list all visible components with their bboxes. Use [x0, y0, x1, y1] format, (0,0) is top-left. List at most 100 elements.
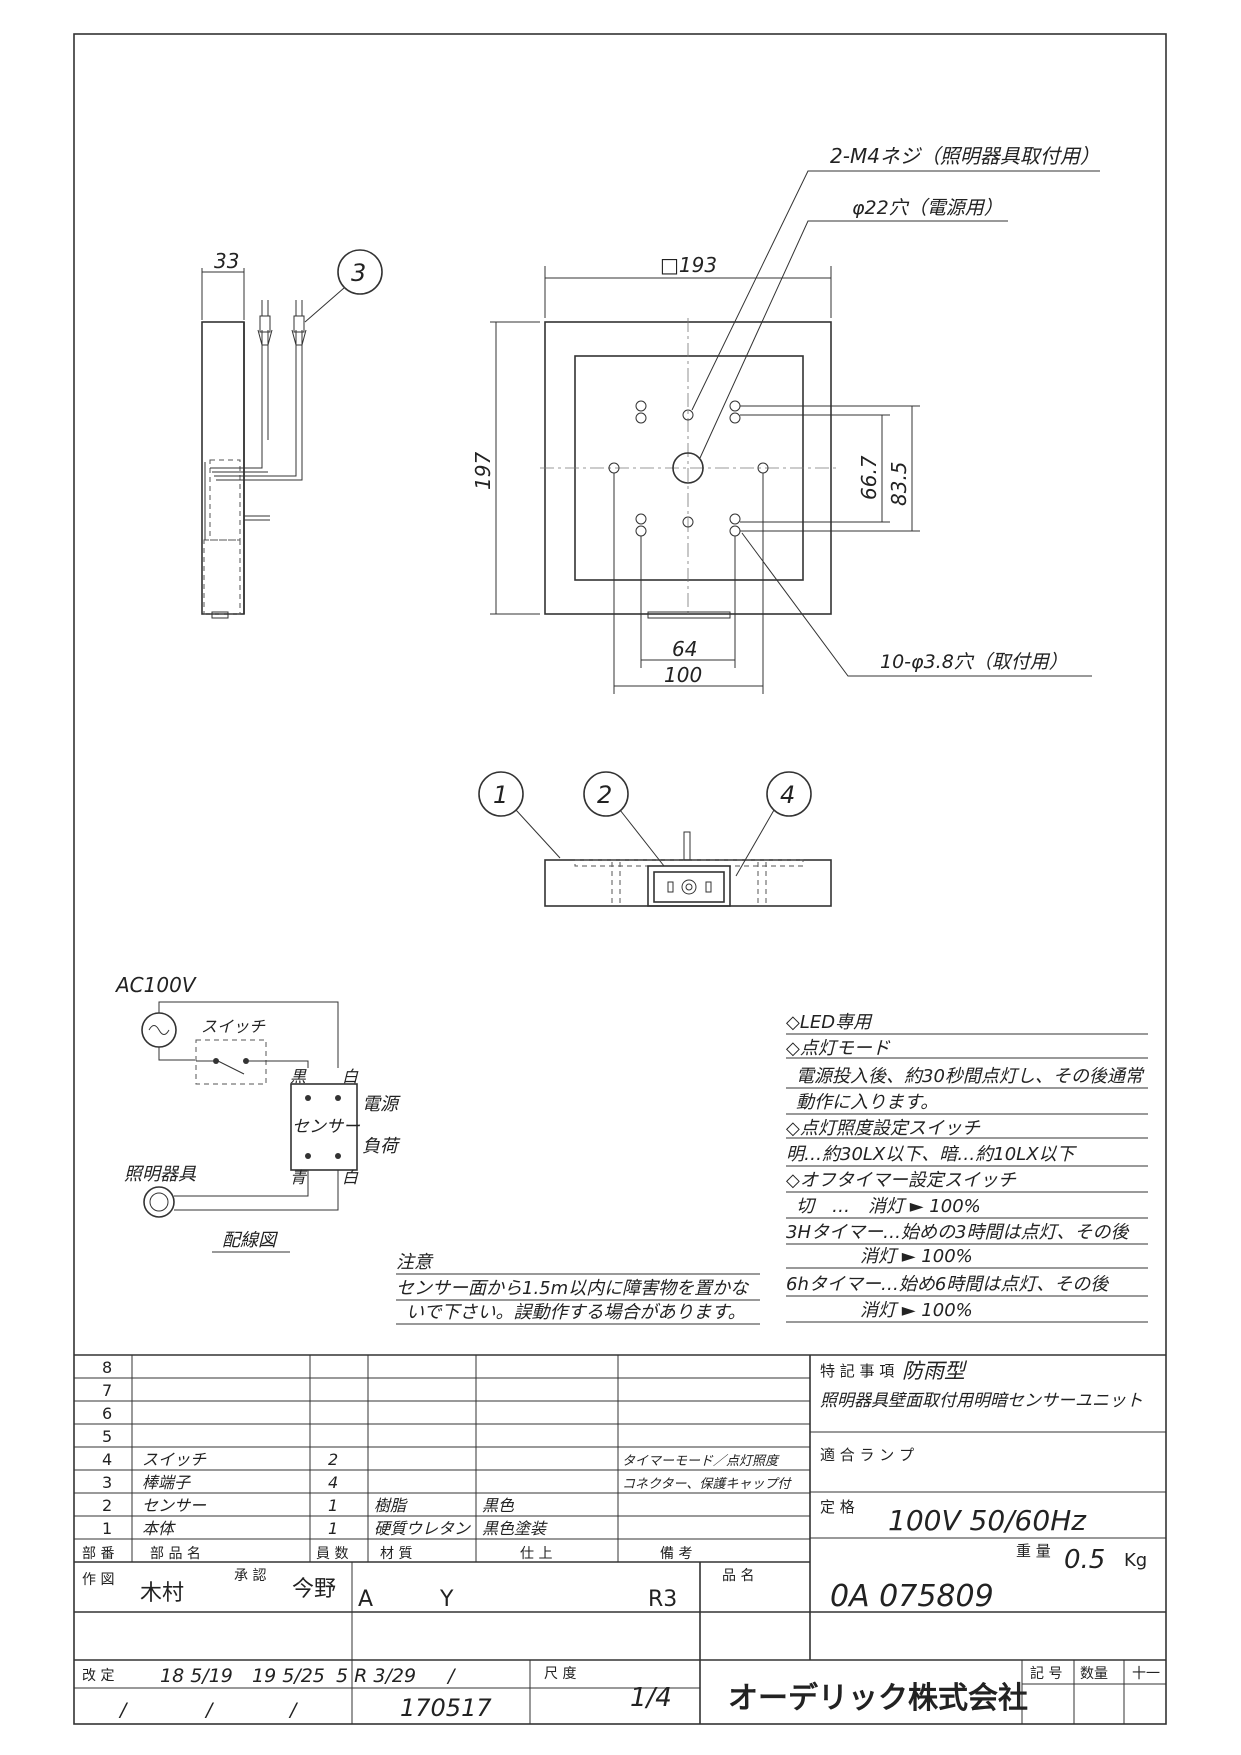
code-a: A: [358, 1587, 373, 1612]
revision-4: /: [446, 1665, 457, 1687]
revision-2: 19 5/25: [252, 1665, 325, 1687]
part-finish-1: 黒色塗装: [482, 1519, 548, 1538]
wiring-load: 負荷: [362, 1136, 401, 1157]
rating-value: 100V 50/60Hz: [888, 1504, 1087, 1537]
wiring-blue: 青: [290, 1168, 308, 1187]
revision-6: /: [204, 1699, 215, 1721]
dim-83: 83.5: [887, 461, 911, 506]
weight-unit: Kg: [1124, 1550, 1147, 1571]
note-6: ◇オフタイマー設定スイッチ: [786, 1170, 1017, 1191]
parts-header-qty: 員 数: [316, 1546, 348, 1562]
part-material-2: 樹脂: [374, 1496, 408, 1515]
note-1: ◇点灯モード: [786, 1038, 891, 1059]
company-name: オーデリック株式会社: [728, 1681, 1028, 1716]
sheet-frame: [73, 33, 1167, 1725]
wiring-white-top: 白: [342, 1067, 359, 1086]
part-finish-2: 黒色: [482, 1496, 515, 1515]
front-view: □193 197 66.7 83.5 64 100 2-M4ネジ（照明器具取付用…: [471, 144, 1100, 694]
product-number: 0A 075809: [830, 1579, 994, 1614]
dim-64: 64: [672, 637, 697, 661]
part-material-1: 硬質ウレタン: [374, 1519, 471, 1538]
bottom-view: 1 2 4: [478, 771, 832, 907]
wiring-switch: スイッチ: [201, 1017, 266, 1036]
code-y: Y: [439, 1587, 454, 1612]
balloon-4: [766, 771, 812, 817]
weight-label: 重 量: [1016, 1542, 1051, 1560]
part-no-6: 6: [102, 1404, 112, 1423]
parts-header-name: 部 品 名: [150, 1546, 201, 1562]
revision-1: 18 5/19: [160, 1665, 233, 1687]
part-no-4: 4: [102, 1450, 112, 1469]
special-value: 防雨型: [902, 1359, 968, 1383]
lamp-label: 適 合 ラ ン プ: [820, 1446, 914, 1464]
caution-line-1: センサー面から1.5m以内に障害物を置かな: [396, 1278, 750, 1299]
note-4: ◇点灯照度設定スイッチ: [786, 1118, 981, 1139]
dim-100: 100: [664, 663, 702, 687]
balloon-1-label: 1: [493, 781, 508, 809]
approved-by: 今野: [292, 1577, 336, 1602]
drawn-label: 作 図: [82, 1572, 114, 1588]
revision-5: /: [118, 1699, 129, 1721]
wiring-lamp: 照明器具: [124, 1164, 197, 1185]
dim-square: □193: [660, 253, 717, 277]
caution-note: 注意 センサー面から1.5m以内に障害物を置かな いで下さい。誤動作する場合があ…: [396, 1252, 760, 1325]
balloon-1: [478, 771, 524, 817]
drawing-date: 170517: [400, 1694, 492, 1722]
part-name-4: スイッチ: [142, 1450, 207, 1469]
callout-screw: 2-M4ネジ（照明器具取付用）: [830, 144, 1100, 168]
wiring-black: 黒: [290, 1067, 307, 1086]
plusminus-label: 十一: [1132, 1666, 1160, 1682]
weight-value: 0.5: [1064, 1545, 1105, 1575]
parts-header-material: 材 質: [380, 1546, 412, 1562]
symbol-label: 記 号: [1030, 1665, 1062, 1682]
wiring-sensor: センサー: [292, 1117, 361, 1137]
part-no-1: 1: [102, 1519, 112, 1538]
note-11: 消灯 ► 100%: [860, 1300, 973, 1321]
part-remark-3: コネクター、保護キャップ付: [622, 1477, 792, 1492]
balloon-3: [337, 249, 383, 295]
callout-power-hole: φ22穴（電源用）: [852, 197, 1003, 219]
title-block: 作 図 木村 承 認 今野 A Y R3 品 名 0A 075809 改 定 1…: [74, 1562, 1166, 1724]
part-name-3: 棒端子: [142, 1473, 191, 1492]
balloon-2-label: 2: [597, 781, 612, 809]
qty-label: 数量: [1080, 1666, 1108, 1682]
balloon-3-label: 3: [351, 259, 366, 287]
note-3: 動作に入ります。: [796, 1092, 938, 1113]
wiring-white-bottom: 白: [342, 1168, 359, 1187]
note-5: 明…約30LX以下、暗…約10LX以下: [786, 1144, 1078, 1165]
note-9: 消灯 ► 100%: [860, 1246, 973, 1267]
wiring-caption: 配線図: [222, 1230, 279, 1251]
part-qty-4: 2: [328, 1450, 338, 1469]
product-desc: 照明器具壁面取付用明暗センサーユニット: [820, 1391, 1143, 1411]
part-no-7: 7: [102, 1381, 112, 1400]
parts-header-finish: 仕 上: [520, 1546, 552, 1562]
approved-label: 承 認: [234, 1568, 266, 1584]
balloon-2: [583, 771, 629, 817]
part-no-8: 8: [102, 1358, 112, 1377]
parts-header-remark: 備 考: [660, 1546, 692, 1562]
note-7: 切 … 消灯 ► 100%: [796, 1196, 981, 1217]
dim-side-depth: 33: [214, 249, 239, 273]
part-qty-2: 1: [328, 1496, 338, 1515]
side-view: 33 3: [201, 249, 383, 619]
revision-label: 改 定: [82, 1668, 114, 1684]
note-0: ◇LED専用: [786, 1012, 873, 1033]
part-name-2: センサー: [142, 1496, 207, 1515]
part-qty-3: 4: [328, 1473, 338, 1492]
part-no-3: 3: [102, 1473, 112, 1492]
scale-label: 尺 度: [544, 1666, 576, 1682]
part-name-1: 本体: [142, 1519, 176, 1538]
revision-3: 5 R 3/29: [336, 1665, 416, 1687]
revision-7: /: [288, 1699, 299, 1721]
parts-header-no: 部 番: [82, 1546, 114, 1562]
code-r: R3: [648, 1587, 677, 1612]
wiring-supply: AC100V: [114, 973, 197, 997]
wiring-diagram: AC100V スイッチ 黒 白 電源 センサー 負荷 照明器具 青 白 配線図: [114, 973, 401, 1253]
spec-notes: ◇LED専用 ◇点灯モード 電源投入後、約30秒間点灯し、その後通常 動作に入り…: [786, 1012, 1148, 1323]
spec-block: 特 記 事 項 防雨型 照明器具壁面取付用明暗センサーユニット 適 合 ラ ン …: [810, 1359, 1166, 1575]
part-qty-1: 1: [328, 1519, 338, 1538]
product-label: 品 名: [722, 1568, 754, 1584]
caution-title: 注意: [396, 1252, 434, 1273]
dim-height: 197: [471, 452, 495, 490]
